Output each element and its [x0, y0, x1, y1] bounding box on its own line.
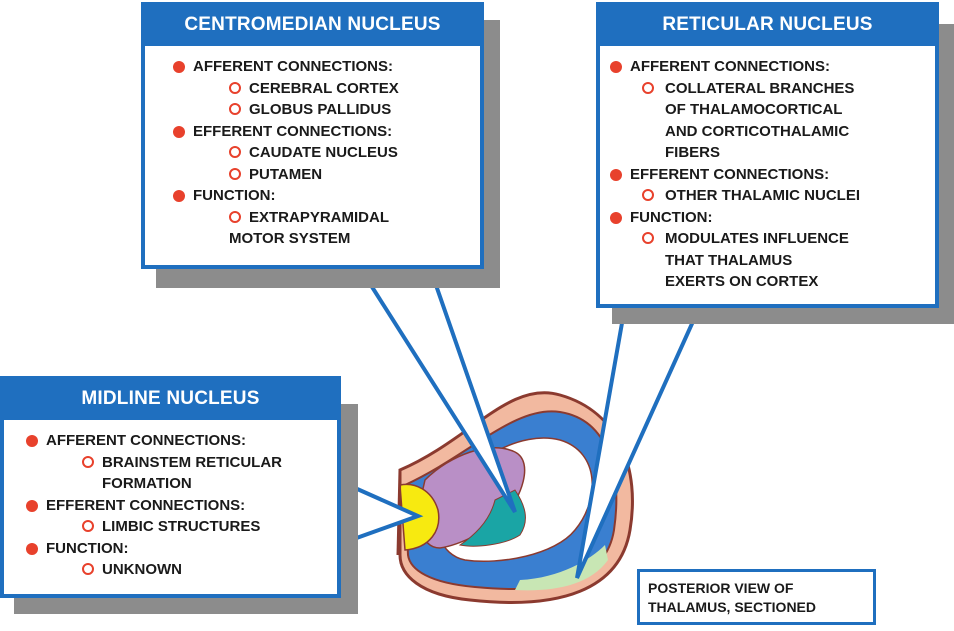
list-item: GLOBUS PALLIDUS	[173, 99, 480, 121]
red-ring-bullet-icon	[642, 232, 654, 244]
efferent-label: EFFERENT CONNECTIONS:	[630, 165, 830, 183]
list-item: COLLATERAL BRANCHES	[610, 78, 935, 100]
centromedian-body: AFFERENT CONNECTIONS: CEREBRAL CORTEX GL…	[145, 46, 480, 250]
efferent-heading: EFFERENT CONNECTIONS:	[173, 121, 480, 143]
red-ring-bullet-icon	[229, 210, 241, 223]
midline-body: AFFERENT CONNECTIONS: BRAINSTEM RETICULA…	[4, 420, 337, 581]
diagram-caption: POSTERIOR VIEW OF THALAMUS, SECTIONED	[637, 569, 876, 625]
red-ring-bullet-icon	[642, 189, 654, 201]
afferent-label: AFFERENT CONNECTIONS:	[630, 58, 830, 75]
function-item: UNKNOWN	[102, 561, 182, 578]
function-label: FUNCTION:	[630, 208, 713, 226]
efferent-label: EFFERENT CONNECTIONS:	[193, 122, 393, 140]
function-label: FUNCTION:	[193, 187, 276, 204]
function-heading: FUNCTION:	[610, 207, 935, 229]
afferent-line: AND CORTICOTHALAMIC	[665, 122, 850, 140]
red-ring-bullet-icon	[229, 146, 241, 158]
efferent-item: PUTAMEN	[249, 165, 323, 183]
caption-line: THALAMUS, SECTIONED	[648, 599, 816, 615]
afferent-label: AFFERENT CONNECTIONS:	[46, 432, 246, 449]
efferent-item: LIMBIC STRUCTURES	[102, 518, 261, 535]
red-ring-bullet-icon	[82, 455, 94, 468]
red-bullet-icon	[26, 499, 38, 512]
red-ring-bullet-icon	[229, 81, 241, 94]
afferent-heading: AFFERENT CONNECTIONS:	[173, 56, 480, 78]
midline-box: MIDLINE NUCLEUS AFFERENT CONNECTIONS: BR…	[0, 376, 341, 598]
efferent-label: EFFERENT CONNECTIONS:	[46, 496, 246, 514]
function-line: EXERTS ON CORTEX	[665, 273, 819, 290]
list-item: EXTRAPYRAMIDAL	[173, 207, 480, 229]
function-heading: FUNCTION:	[26, 538, 337, 560]
afferent-line: BRAINSTEM RETICULAR	[102, 453, 282, 471]
function-line: MOTOR SYSTEM	[229, 230, 351, 247]
list-item: CAUDATE NUCLEUS	[173, 142, 480, 164]
efferent-heading: EFFERENT CONNECTIONS:	[26, 495, 337, 517]
efferent-item: CAUDATE NUCLEUS	[249, 144, 398, 161]
afferent-line: OF THALAMOCORTICAL	[665, 101, 843, 118]
red-bullet-icon	[26, 542, 38, 555]
red-bullet-icon	[173, 61, 185, 73]
red-bullet-icon	[173, 190, 185, 202]
efferent-item: OTHER THALAMIC NUCLEI	[665, 187, 860, 204]
red-ring-bullet-icon	[642, 81, 654, 94]
function-line: MODULATES INFLUENCE	[665, 230, 849, 247]
list-item-continuation: MOTOR SYSTEM	[173, 228, 480, 250]
afferent-item: GLOBUS PALLIDUS	[249, 101, 392, 118]
list-item-continuation: OF THALAMOCORTICAL	[610, 99, 935, 121]
list-item: LIMBIC STRUCTURES	[26, 516, 337, 538]
function-line: THAT THALAMUS	[665, 251, 793, 269]
afferent-item: CEREBRAL CORTEX	[249, 79, 399, 97]
list-item: CEREBRAL CORTEX	[173, 78, 480, 100]
afferent-heading: AFFERENT CONNECTIONS:	[610, 56, 935, 78]
function-line: EXTRAPYRAMIDAL	[249, 208, 390, 226]
efferent-heading: EFFERENT CONNECTIONS:	[610, 164, 935, 186]
reticular-title: RETICULAR NUCLEUS	[600, 6, 935, 46]
list-item: OTHER THALAMIC NUCLEI	[610, 185, 935, 207]
red-bullet-icon	[26, 435, 38, 447]
afferent-label: AFFERENT CONNECTIONS:	[193, 58, 393, 75]
function-heading: FUNCTION:	[173, 185, 480, 207]
red-ring-bullet-icon	[229, 103, 241, 115]
red-ring-bullet-icon	[229, 167, 241, 180]
list-item-continuation: FIBERS	[610, 142, 935, 164]
red-ring-bullet-icon	[82, 520, 94, 532]
list-item-continuation: FORMATION	[26, 473, 337, 495]
list-item-continuation: EXERTS ON CORTEX	[610, 271, 935, 293]
function-label: FUNCTION:	[46, 539, 129, 557]
list-item-continuation: AND CORTICOTHALAMIC	[610, 121, 935, 143]
list-item: MODULATES INFLUENCE	[610, 228, 935, 250]
centromedian-box: CENTROMEDIAN NUCLEUS AFFERENT CONNECTION…	[141, 2, 484, 269]
afferent-line: FIBERS	[665, 144, 721, 161]
red-ring-bullet-icon	[82, 563, 94, 575]
afferent-line: COLLATERAL BRANCHES	[665, 79, 855, 97]
afferent-heading: AFFERENT CONNECTIONS:	[26, 430, 337, 452]
list-item-continuation: THAT THALAMUS	[610, 250, 935, 272]
midline-title: MIDLINE NUCLEUS	[4, 380, 337, 420]
red-bullet-icon	[610, 168, 622, 181]
caption-line: POSTERIOR VIEW OF	[648, 580, 794, 596]
red-bullet-icon	[610, 211, 622, 224]
list-item: PUTAMEN	[173, 164, 480, 186]
list-item: BRAINSTEM RETICULAR	[26, 452, 337, 474]
reticular-box: RETICULAR NUCLEUS AFFERENT CONNECTIONS: …	[596, 2, 939, 308]
list-item: UNKNOWN	[26, 559, 337, 581]
afferent-line: FORMATION	[102, 475, 192, 492]
reticular-body: AFFERENT CONNECTIONS: COLLATERAL BRANCHE…	[600, 46, 935, 293]
red-bullet-icon	[173, 125, 185, 138]
centromedian-title: CENTROMEDIAN NUCLEUS	[145, 6, 480, 46]
green-region	[515, 545, 608, 591]
red-bullet-icon	[610, 61, 622, 73]
